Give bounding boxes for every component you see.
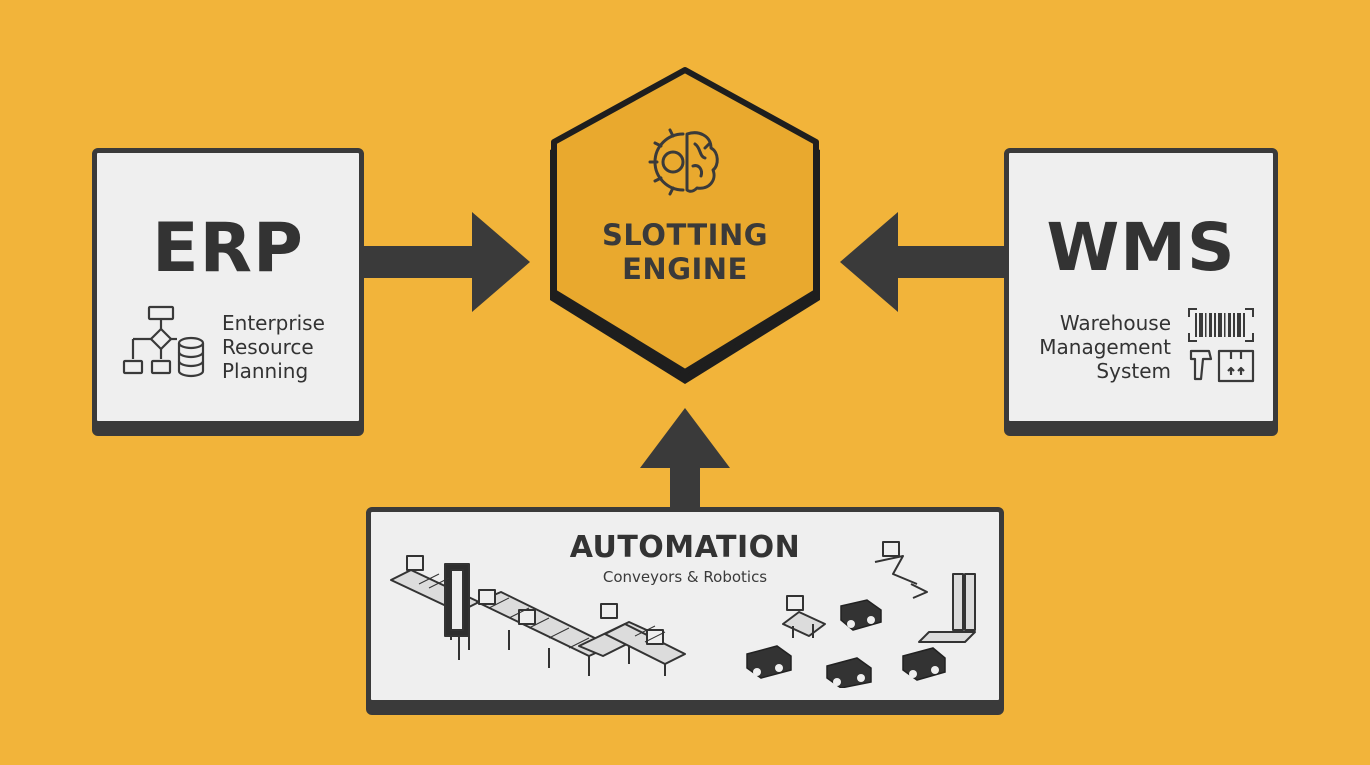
erp-line-3: Planning [222, 359, 309, 383]
automation-subtitle: Conveyors & Robotics [602, 568, 768, 586]
wms-description: Warehouse Management System [1039, 311, 1171, 383]
erp-line-1: Enterprise [222, 311, 325, 335]
engine-label: SLOTTING ENGINE [560, 218, 810, 286]
wms-line-1: Warehouse [1059, 311, 1171, 335]
arrow-wms-to-engine [840, 212, 1006, 312]
flowchart-database-icon [122, 305, 205, 378]
arrow-erp-to-engine [364, 212, 530, 312]
engine-label-line1: SLOTTING [601, 218, 769, 252]
wms-line-2: Management [1039, 335, 1171, 359]
engine-hexagon [551, 67, 819, 375]
gear-brain-icon [648, 128, 719, 196]
arrow-automation-to-engine [640, 408, 730, 509]
erp-line-2: Resource [222, 335, 314, 359]
engine-label-line2: ENGINE [622, 252, 748, 286]
erp-description: Enterprise Resource Planning [222, 311, 325, 383]
wms-line-3: System [1096, 359, 1171, 383]
barcode-scanner-icon [1188, 308, 1255, 383]
erp-title: ERP [152, 209, 304, 288]
wms-box: WMS Warehouse Management System [1004, 148, 1278, 426]
erp-box: ERP Enterprise Resource Planning [92, 148, 364, 426]
conveyor-icon [390, 555, 686, 676]
automation-box: AUTOMATION Conveyors & Robotics [366, 507, 1004, 705]
robot-vehicles-icon [746, 541, 976, 688]
automation-title: AUTOMATION [569, 530, 801, 565]
wms-title: WMS [1046, 209, 1236, 286]
